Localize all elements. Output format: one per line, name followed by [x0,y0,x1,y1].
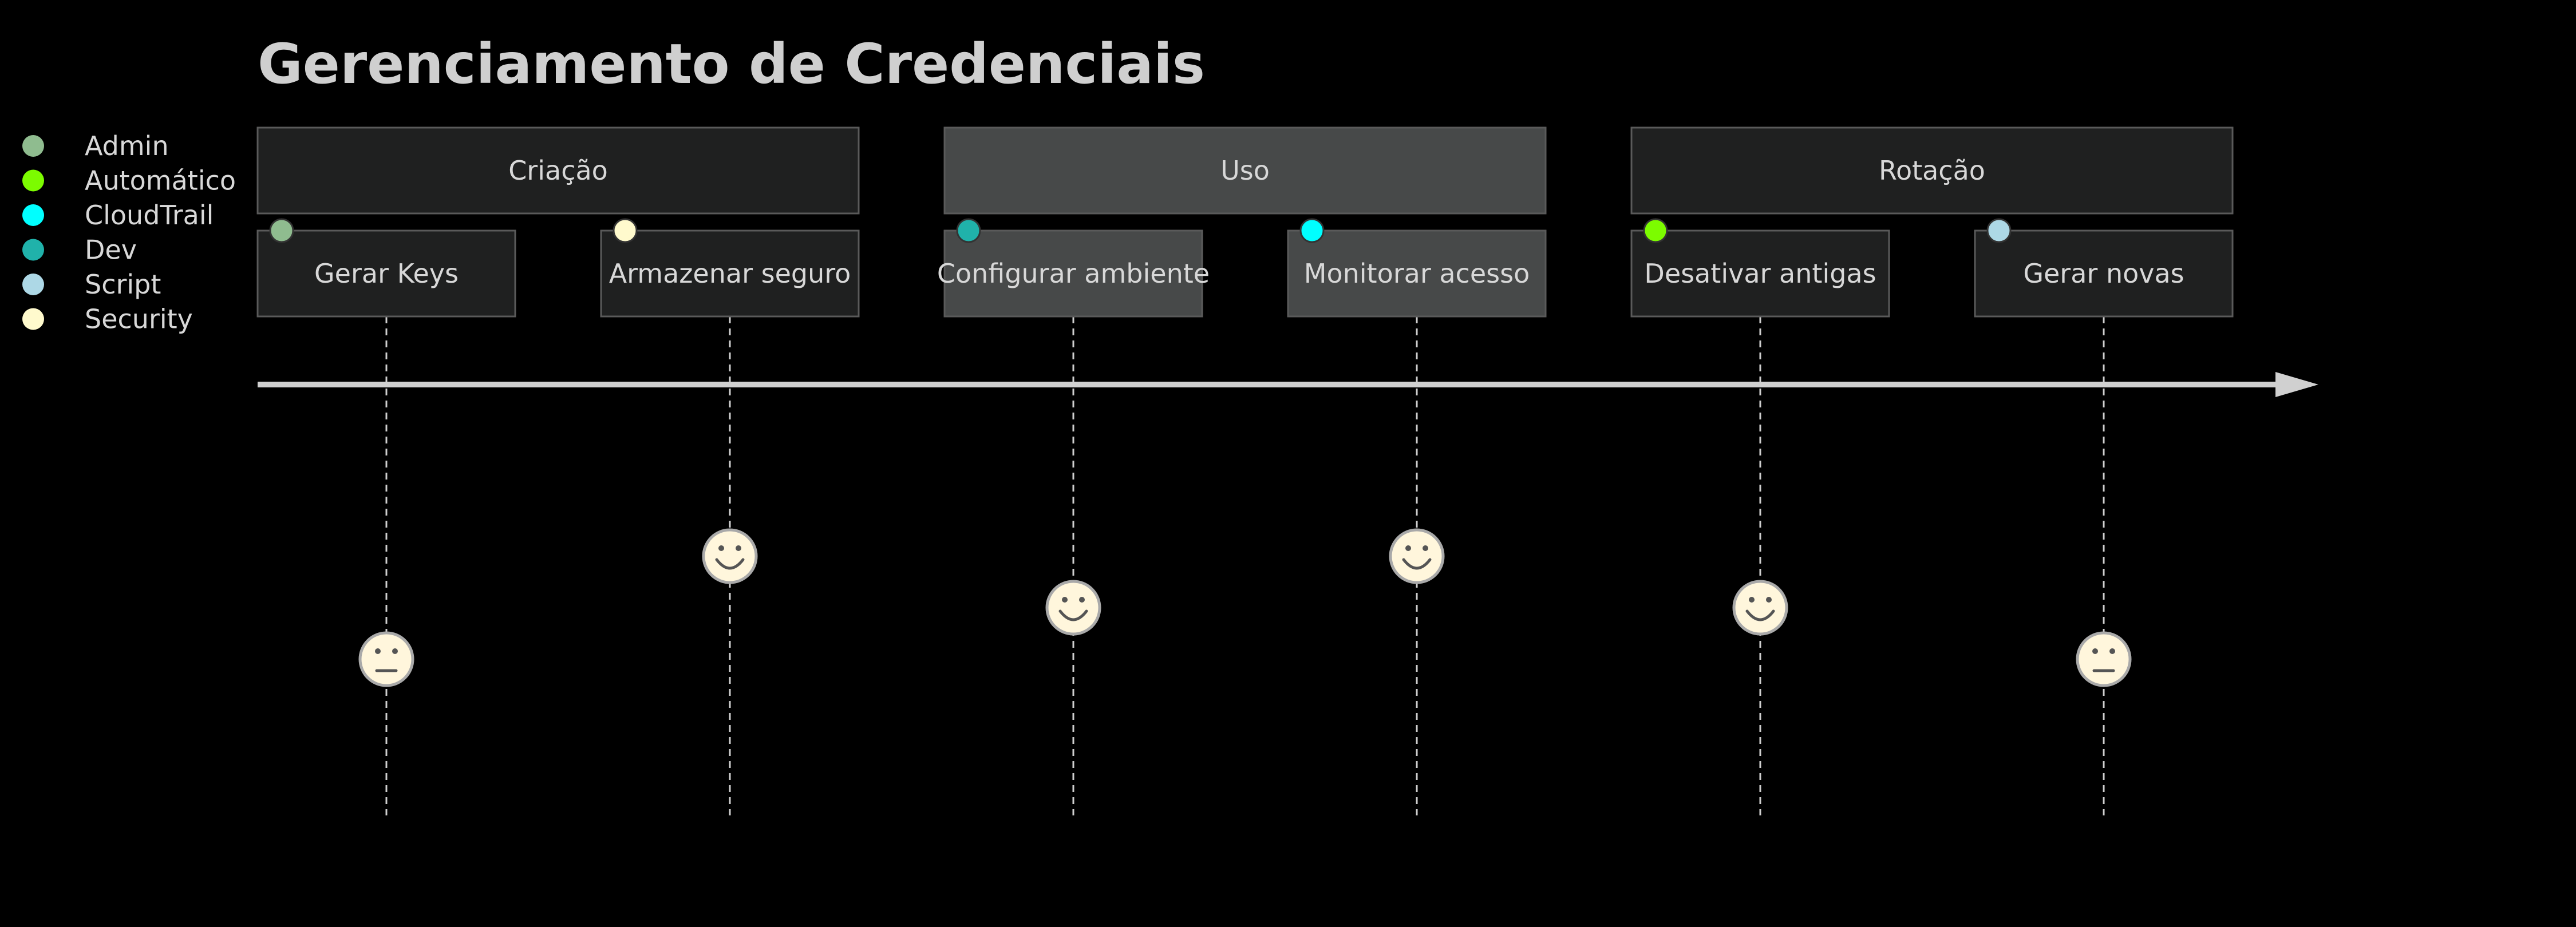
task-actor-dot [1643,218,1668,243]
task-box [943,229,1203,318]
task-label: Gerar novas [2023,258,2184,289]
task-actor-dot [1986,218,2012,243]
task-list: Gerar Keys Armazenar seguro Configurar amb… [256,218,2234,815]
legend-label: Admin [85,130,169,161]
neutral-face-icon [2076,631,2132,687]
section-header-box [943,126,1547,215]
task-label: Desativar antigas [1644,258,1876,289]
section-header-box [256,126,860,215]
happy-face-icon [1045,580,1101,636]
legend-label: Script [85,269,161,300]
timeline-axis [258,372,2318,397]
task-label: Gerar Keys [314,258,459,289]
task-label: Armazenar seguro [609,258,851,289]
happy-face-icon [1732,580,1788,636]
legend-automático-dot [22,169,44,192]
task-actor-dot [956,218,981,243]
task-box [600,229,860,318]
timeline-arrowhead [2275,372,2318,397]
happy-face-icon [702,528,758,584]
happy-face-icon [1389,528,1445,584]
legend-admin-dot [22,135,44,157]
section-headers: Criação Uso Rotação [256,126,2234,215]
legend-label: Security [85,304,193,335]
task-actor-dot [1299,218,1325,243]
task-actor-dot [613,218,638,243]
diagram-title: Gerenciamento de Credenciais [258,32,1205,96]
legend-label: Automático [85,165,236,196]
section-header-label: Uso [1220,155,1270,186]
task-box [1630,229,1890,318]
legend-label: Dev [85,235,137,266]
legend-dev-dot [22,239,44,261]
section-header-label: Rotação [1879,155,1985,186]
task-actor-dot [269,218,294,243]
legend-label: CloudTrail [85,200,214,231]
legend-security-dot [22,308,44,330]
legend-script-dot [22,274,44,295]
task-label: Monitorar acesso [1304,258,1530,289]
task-box [1974,229,2234,318]
legend-cloudtrail-dot [22,204,44,226]
actor-legend: AdminAutomáticoCloudTrailDevScriptSecuri… [22,130,236,335]
task-box [1287,229,1547,318]
neutral-face-icon [358,631,414,687]
task-label: Configurar ambiente [937,258,1210,289]
section-header-box [1630,126,2234,215]
task-box [256,229,516,318]
section-header-label: Criação [508,155,608,186]
